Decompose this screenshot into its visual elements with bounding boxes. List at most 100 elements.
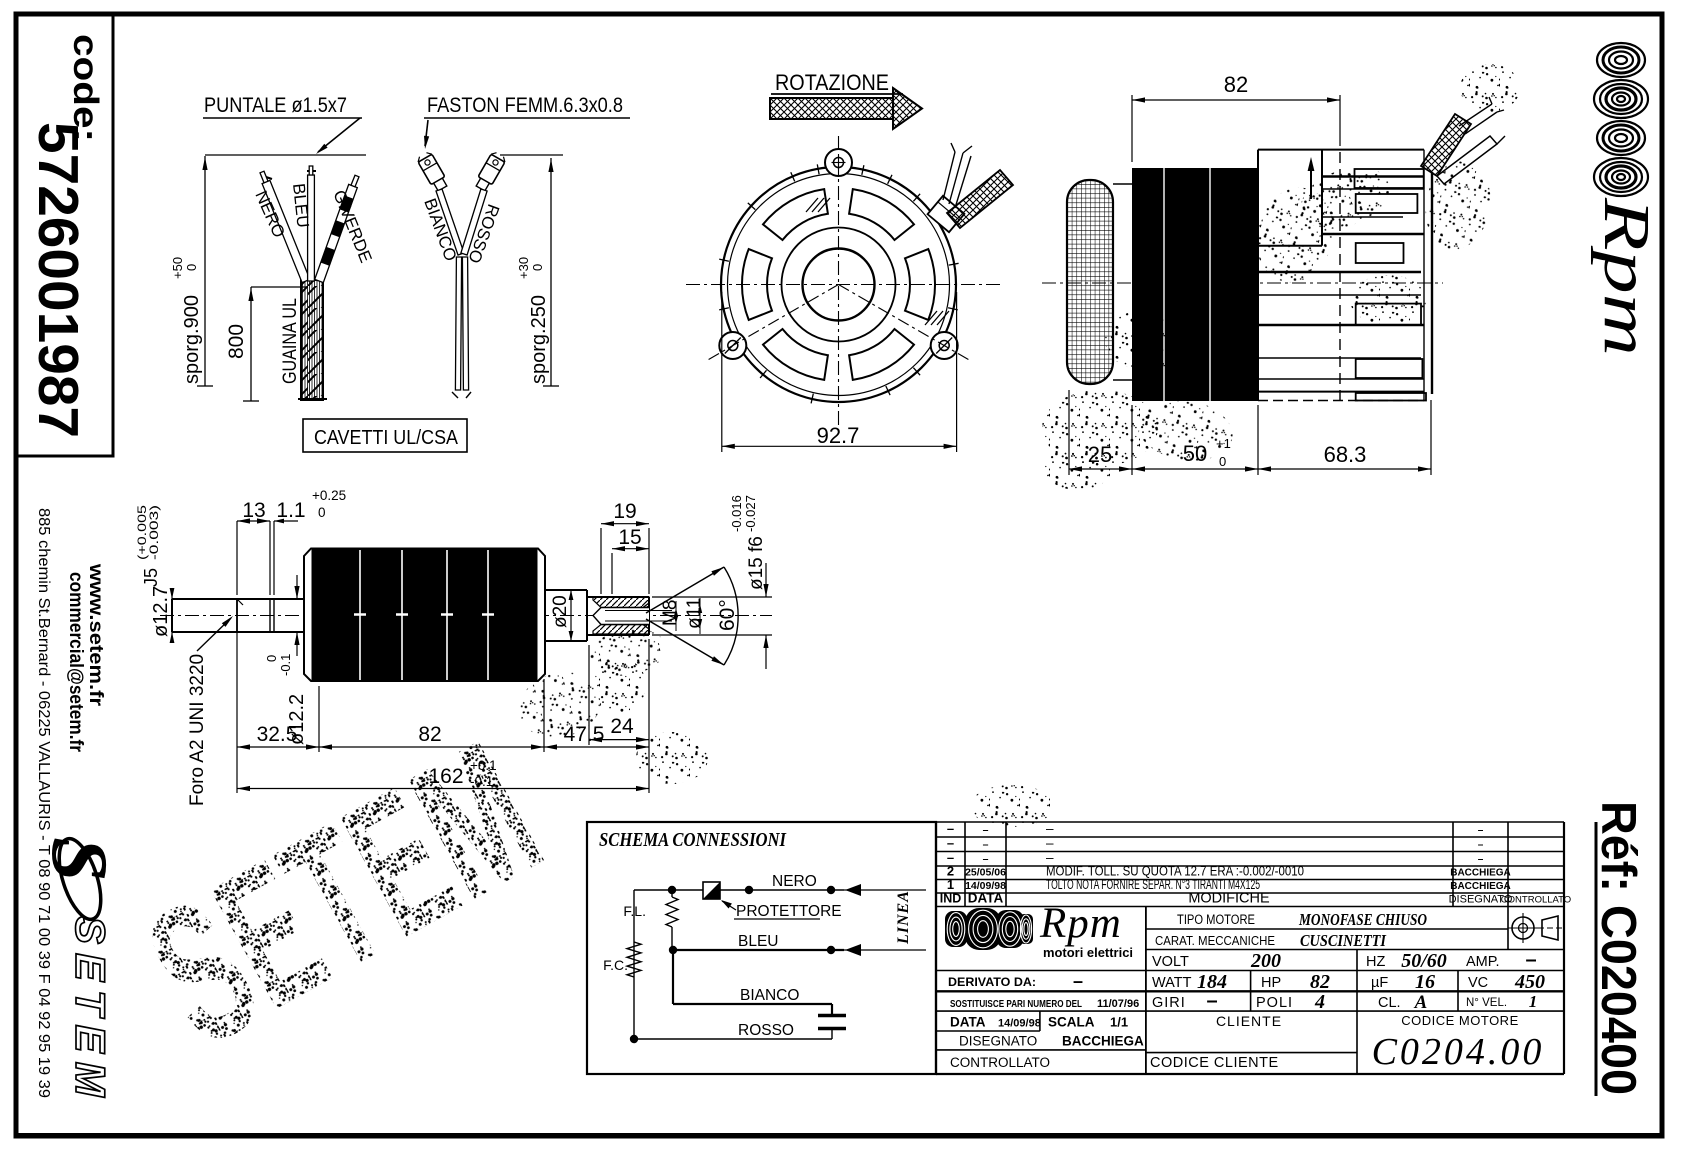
svg-text:92.7: 92.7 [817,423,860,448]
svg-text:-0.027: -0.027 [743,495,758,532]
svg-text:BACCHIEGA: BACCHIEGA [1450,881,1511,892]
svg-text:CAVETTI UL/CSA: CAVETTI UL/CSA [314,427,459,449]
svg-text:0: 0 [1219,454,1226,469]
svg-text:CONTROLLATO: CONTROLLATO [1501,895,1571,906]
svg-text:5726001987: 5726001987 [26,122,90,438]
svg-text:MODIFICHE: MODIFICHE [1188,891,1270,907]
svg-text:BIANCO: BIANCO [740,987,799,1004]
svg-text:-0.1: -0.1 [278,654,293,676]
svg-text:–: – [983,824,989,836]
svg-text:motori elettrici: motori elettrici [1043,946,1133,960]
svg-text:C0204.00: C0204.00 [1372,1031,1545,1073]
svg-text:–: – [1525,949,1536,971]
svg-text:DATA: DATA [950,1015,986,1030]
svg-text:sporg.250: sporg.250 [528,295,550,384]
svg-text:0: 0 [530,264,545,271]
svg-text:BACCHIEGA: BACCHIEGA [1062,1034,1144,1049]
svg-text:50/60: 50/60 [1401,950,1447,972]
svg-text:SETEM: SETEM [67,916,114,1106]
svg-text:Réf: C020400: Réf: C020400 [1591,801,1645,1095]
svg-text:DISEGNATO: DISEGNATO [1449,894,1513,906]
svg-text:WATT: WATT [1152,975,1192,991]
svg-text:16: 16 [1415,971,1435,993]
svg-text:–: – [1046,821,1054,836]
svg-text:–: – [1046,836,1054,851]
svg-text:ø15 f6: ø15 f6 [746,536,767,590]
svg-text:TIPO MOTORE: TIPO MOTORE [1177,912,1255,927]
svg-text:+30: +30 [516,257,531,279]
svg-text:-0.1: -0.1 [470,774,493,789]
svg-text:MONOFASE CHIUSO: MONOFASE CHIUSO [1298,910,1427,929]
svg-text:+50: +50 [170,257,185,279]
svg-text:LINEA: LINEA [895,890,912,945]
svg-text:DERIVATO DA:: DERIVATO DA: [948,975,1036,989]
svg-text:ROTAZIONE: ROTAZIONE [775,70,889,95]
svg-text:885 chemin St.Bernard - 0622: 885 chemin St.Bernard - 06225 VALLAURIS … [35,508,52,1098]
svg-text:82: 82 [418,723,441,746]
svg-text:+0.25: +0.25 [312,488,346,503]
svg-text:68.3: 68.3 [1324,442,1367,467]
svg-text:25/05/06: 25/05/06 [965,867,1006,879]
svg-text:AMP.: AMP. [1466,954,1500,970]
svg-text:ø12.2: ø12.2 [286,694,308,745]
svg-text:184: 184 [1197,971,1227,993]
svg-text:–: – [1206,990,1217,1012]
svg-text:sporg.900: sporg.900 [181,295,203,384]
svg-text:–: – [947,836,954,851]
svg-text:ø20: ø20 [550,595,571,628]
svg-text:–: – [983,853,989,865]
svg-text:HP: HP [1261,975,1281,991]
svg-text:GIRI: GIRI [1152,995,1186,1011]
svg-text:VC: VC [1468,975,1488,991]
svg-text:BLEU: BLEU [738,933,779,950]
svg-text:450: 450 [1514,971,1545,993]
svg-text:PUNTALE ø1.5x7: PUNTALE ø1.5x7 [204,93,347,117]
svg-text:-0.016: -0.016 [729,495,744,532]
svg-text:14/09/98: 14/09/98 [965,880,1006,892]
svg-text:32.5: 32.5 [257,723,298,746]
svg-text:DISEGNATO: DISEGNATO [959,1034,1037,1049]
svg-text:HZ: HZ [1366,954,1385,970]
svg-text:14/09/98: 14/09/98 [998,1018,1041,1030]
svg-text:–: – [1046,850,1054,865]
svg-text:–: – [947,821,954,836]
svg-text:DATA: DATA [968,891,1004,906]
svg-text:CUSCINETTI: CUSCINETTI [1300,931,1386,950]
svg-text:60°: 60° [716,599,739,631]
svg-text:13: 13 [242,499,265,522]
svg-text:code:: code: [66,34,105,142]
svg-text:1: 1 [1529,992,1538,1011]
svg-text:19: 19 [613,500,636,523]
svg-text:ø12.7: ø12.7 [150,586,172,637]
svg-text:SOSTITUISCE PARI NUMERO DEL: SOSTITUISCE PARI NUMERO DEL [950,999,1082,1010]
svg-text:GUAINA UL: GUAINA UL [279,298,301,384]
svg-text:1: 1 [947,877,954,892]
svg-text:SCALA: SCALA [1048,1015,1095,1030]
svg-text:11/07/96: 11/07/96 [1097,998,1139,1010]
svg-text:BLEU: BLEU [289,182,313,228]
svg-text:CARAT. MECCANICHE: CARAT. MECCANICHE [1155,933,1275,948]
svg-text:CLIENTE: CLIENTE [1216,1013,1282,1029]
svg-text:CL.: CL. [1378,995,1401,1011]
svg-text:CODICE MOTORE: CODICE MOTORE [1401,1013,1519,1028]
svg-text:F.L.: F.L. [623,903,646,919]
svg-text:ø11: ø11 [684,598,705,629]
svg-text:POLI: POLI [1256,995,1293,1011]
svg-text:NERO: NERO [772,873,817,890]
svg-text:CONTROLLATO: CONTROLLATO [950,1055,1050,1070]
svg-text:TOLTO NOTA FORNIRE SEPAR. N°3: TOLTO NOTA FORNIRE SEPAR. N°3 TIRANTI M4… [1046,877,1260,892]
svg-text:Foro A2 UNI 3220: Foro A2 UNI 3220 [187,654,208,806]
svg-text:IND: IND [940,892,962,906]
svg-text:www.setem.fr: www.setem.fr [85,563,106,707]
svg-text:–: – [1478,854,1484,865]
svg-text:+0.1: +0.1 [470,758,497,773]
svg-text:N° VEL.: N° VEL. [1466,997,1507,1009]
svg-text:FASTON FEMM.6.3x0.8: FASTON FEMM.6.3x0.8 [427,93,623,117]
svg-text:2: 2 [947,864,954,879]
svg-text:(+0.005: (+0.005 [135,505,149,560]
svg-text:–: – [1478,825,1484,836]
svg-text:M8: M8 [660,600,681,626]
svg-text:162: 162 [428,765,463,788]
svg-text:–: – [983,839,989,851]
svg-text:ROSSO: ROSSO [738,1022,794,1039]
